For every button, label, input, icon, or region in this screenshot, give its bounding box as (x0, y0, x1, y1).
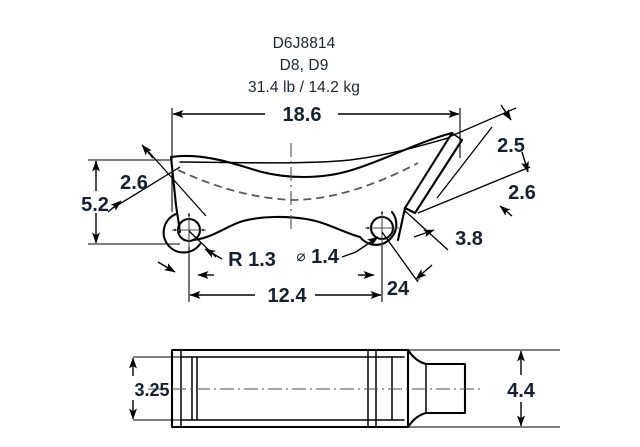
dimension-label-right-flange-thickness: 2.6 (508, 182, 536, 204)
dimension-label-right-tip-thickness: 2.5 (497, 135, 525, 157)
arrow-right-2-6-lower (499, 205, 513, 217)
dimension-body-width: 3.25 (129, 356, 181, 421)
part-right-arm-lower (403, 138, 464, 215)
title-block: D6J8814 D8, D9 31.4 lb / 14.2 kg (248, 35, 360, 96)
part-hidden-contour (177, 162, 419, 201)
leader-line-left-2-6-b (112, 166, 181, 209)
degree-symbol-icon: ° (416, 276, 420, 288)
dimension-right-flange-thickness: 2.6 (417, 151, 536, 217)
leader-line-left-2-6-a (147, 150, 207, 217)
leader-line-right-2-6-a (417, 166, 531, 214)
part-number-text: D6J8814 (273, 35, 336, 52)
part-lower-contour (191, 215, 362, 242)
part-left-flange-edge (169, 155, 182, 234)
dimension-label-boss-radius: R 1.3 (228, 249, 276, 271)
dimension-label-body-width: 3.25 (134, 380, 169, 400)
right-bore-dot-right (394, 226, 398, 230)
part-upper-chord (179, 137, 449, 164)
dimension-overall-height: 5.2 (81, 159, 180, 245)
dimension-label-bore-diameter: 1.4 (311, 246, 340, 268)
diameter-symbol-icon: ⌀ (296, 248, 305, 265)
dimension-hole-center-spacing: 12.4 (157, 245, 383, 307)
left-bore-dot-top (187, 213, 191, 217)
dimension-arm-angle: 24 ° (381, 231, 433, 300)
part-right-arm-root (396, 206, 407, 242)
dimension-label-overall-length: 18.6 (283, 104, 322, 126)
arrow-24deg (415, 264, 433, 280)
leader-line-24deg (381, 231, 419, 283)
dimension-label-right-arm-length: 3.8 (455, 228, 483, 250)
dimension-boss-radius: R 1.3 (188, 230, 276, 271)
dimension-bore-diameter: ⌀ 1.4 (296, 236, 379, 268)
left-bore-dot-left (173, 228, 177, 232)
arrow-left-lower-witness (157, 261, 176, 273)
arrow-3-8 (413, 229, 435, 238)
arrow-r13 (204, 248, 223, 260)
right-bore-dot-top (380, 211, 384, 215)
left-bore-dot-right (201, 228, 205, 232)
weight-text: 31.4 lb / 14.2 kg (248, 79, 360, 96)
dimension-label-overall-height: 5.2 (81, 194, 109, 216)
model-codes-text: D8, D9 (280, 57, 329, 74)
side-profile-view: 18.6 5.2 2.6 (81, 104, 536, 307)
leader-line-2-5-b (436, 126, 493, 199)
arrow-dia14 (355, 236, 379, 253)
dimension-right-arm-length: 3.8 (403, 209, 483, 251)
left-boss-outline (162, 212, 202, 254)
dimension-boss-width: 4.4 (507, 350, 536, 427)
dimension-label-boss-width: 4.4 (507, 380, 536, 402)
dimension-overall-length: 18.6 (171, 104, 461, 212)
part-right-arm-upper (403, 131, 454, 210)
dimension-left-flange-thickness: 2.6 (107, 144, 207, 217)
right-bore-dot-left (366, 226, 370, 230)
dimension-right-tip-thickness: 2.5 (436, 104, 525, 199)
dimension-label-left-flange-thickness: 2.6 (120, 172, 148, 194)
dimension-label-hole-center-spacing: 12.4 (268, 285, 308, 307)
arrow-right-2-6-upper (521, 151, 529, 173)
arrow-2-5-upper (500, 104, 512, 121)
plan-view: 3.25 4.4 (129, 348, 560, 429)
arrow-left-2-6-upper (141, 144, 154, 159)
dimension-label-arm-angle: 24 (387, 278, 410, 300)
leader-line-dia14-a (341, 251, 357, 258)
arrow-left-2-6-lower (107, 200, 122, 213)
